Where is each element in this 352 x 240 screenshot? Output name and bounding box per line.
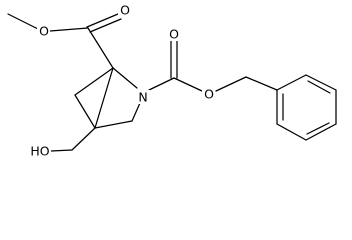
carbamate-ester-oxygen-label: O bbox=[204, 87, 214, 102]
bond-ch2-phenyl bbox=[245, 76, 278, 91]
chemical-structure-diagram: O O N O O HO bbox=[7, 3, 337, 159]
bond-nitrogen-carbamate-c bbox=[148, 77, 175, 91]
bond-phenyl-inner-b bbox=[306, 122, 330, 135]
ester-oxygen-label: O bbox=[39, 24, 49, 39]
bond-ch2-left-lower-bridgehead bbox=[74, 94, 96, 129]
carbamate-carbonyl-oxygen-label: O bbox=[169, 27, 179, 42]
bond-carbamate-c-ester-o bbox=[173, 77, 203, 92]
bond-lower-bridgehead-ch2-right bbox=[94, 120, 133, 129]
bond-phenyl-5-6 bbox=[276, 123, 307, 141]
bond-carbonyl-c-bridgehead bbox=[87, 27, 114, 69]
hydroxyl-label: HO bbox=[30, 144, 49, 159]
bond-ch2-right-nitrogen bbox=[131, 102, 141, 122]
bond-phenyl-inner-a bbox=[307, 80, 331, 94]
bond-bridgehead-ch2-left bbox=[74, 67, 114, 96]
bond-phenyl-2-3 bbox=[305, 74, 337, 91]
bond-bridgehead-nitrogen bbox=[112, 67, 138, 89]
bond-layer bbox=[7, 13, 337, 152]
bond-carbonyl-c-o-double-b bbox=[89, 18, 122, 33]
bond-carbonyl-c-o-double-a bbox=[86, 13, 119, 28]
bond-lower-bridgehead-ch2oh bbox=[71, 127, 96, 151]
carbonyl-oxygen-label: O bbox=[120, 3, 130, 18]
bond-phenyl-1-2 bbox=[276, 74, 307, 91]
atom-label-layer: O O N O O HO bbox=[29, 3, 215, 159]
bond-o-carbonyl-c bbox=[49, 27, 89, 32]
bond-phenyl-4-5 bbox=[305, 123, 337, 141]
nitrogen-label: N bbox=[138, 90, 147, 105]
bond-methyl-o bbox=[7, 13, 39, 30]
bond-ch2oh-oxygen bbox=[50, 149, 73, 152]
bond-bridgehead-lower-bridgehead bbox=[94, 67, 114, 129]
bond-ester-o-ch2 bbox=[215, 76, 247, 92]
